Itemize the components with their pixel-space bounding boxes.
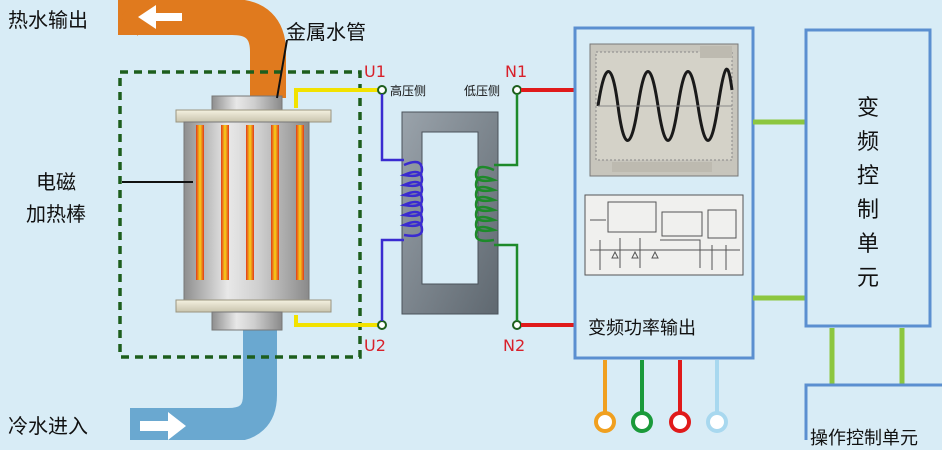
vfd-unit-char: 元 <box>856 266 879 291</box>
circuit-schematic <box>584 194 744 276</box>
vfd-unit-char: 频 <box>856 130 879 155</box>
lead-u1 <box>294 88 382 108</box>
terminal-u1 <box>377 85 387 95</box>
left-arrow-icon <box>138 5 182 29</box>
vfd-unit-label: 变频控制单元 <box>848 92 888 296</box>
right-arrow-icon <box>140 412 186 440</box>
vfd-unit-char: 单 <box>856 232 879 257</box>
operation-control-box <box>804 383 942 440</box>
induction-heater <box>175 95 332 331</box>
n1-label: N1 <box>505 62 528 81</box>
bottom-terminals <box>594 360 728 433</box>
primary-winding <box>380 94 424 321</box>
heater-enclosure <box>118 70 362 359</box>
low-side-label: 低压侧 <box>464 84 501 98</box>
cold-water-pipe <box>130 330 277 440</box>
hot-water-pipe <box>118 0 286 98</box>
heater-label-1: 电磁 <box>36 170 76 194</box>
hot-water-label: 热水输出 <box>8 8 88 32</box>
secondary-winding <box>474 94 519 321</box>
u2-label: U2 <box>364 336 386 355</box>
heater-label-2: 加热棒 <box>26 202 86 226</box>
waveform <box>596 67 734 142</box>
lead-u2 <box>294 315 382 327</box>
diagram-canvas <box>118 0 942 440</box>
metal-pipe-label: 金属水管 <box>286 20 366 44</box>
oscilloscope-screen <box>589 43 739 177</box>
power-output-label: 变频功率输出 <box>588 318 696 339</box>
terminal-u2 <box>377 320 387 330</box>
u1-label: U1 <box>364 62 386 81</box>
vfd-unit-char: 控 <box>856 164 879 189</box>
transformer <box>380 94 519 321</box>
terminal-n2 <box>512 320 522 330</box>
vfd-control-box <box>804 28 932 328</box>
operation-unit-label: 操作控制单元 <box>810 428 918 449</box>
induction-heater-diagram: 热水输出 金属水管 电磁 加热棒 冷水进入 U1 U2 N1 N2 高压侧 低压… <box>8 0 942 449</box>
high-side-label: 高压侧 <box>390 84 427 98</box>
terminal-n1 <box>512 85 522 95</box>
vfd-unit-char: 变 <box>856 96 879 121</box>
vfd-unit-char: 制 <box>856 198 879 223</box>
metal-pipe-leader <box>276 39 288 99</box>
n2-label: N2 <box>503 336 526 355</box>
cold-water-label: 冷水进入 <box>8 414 88 438</box>
